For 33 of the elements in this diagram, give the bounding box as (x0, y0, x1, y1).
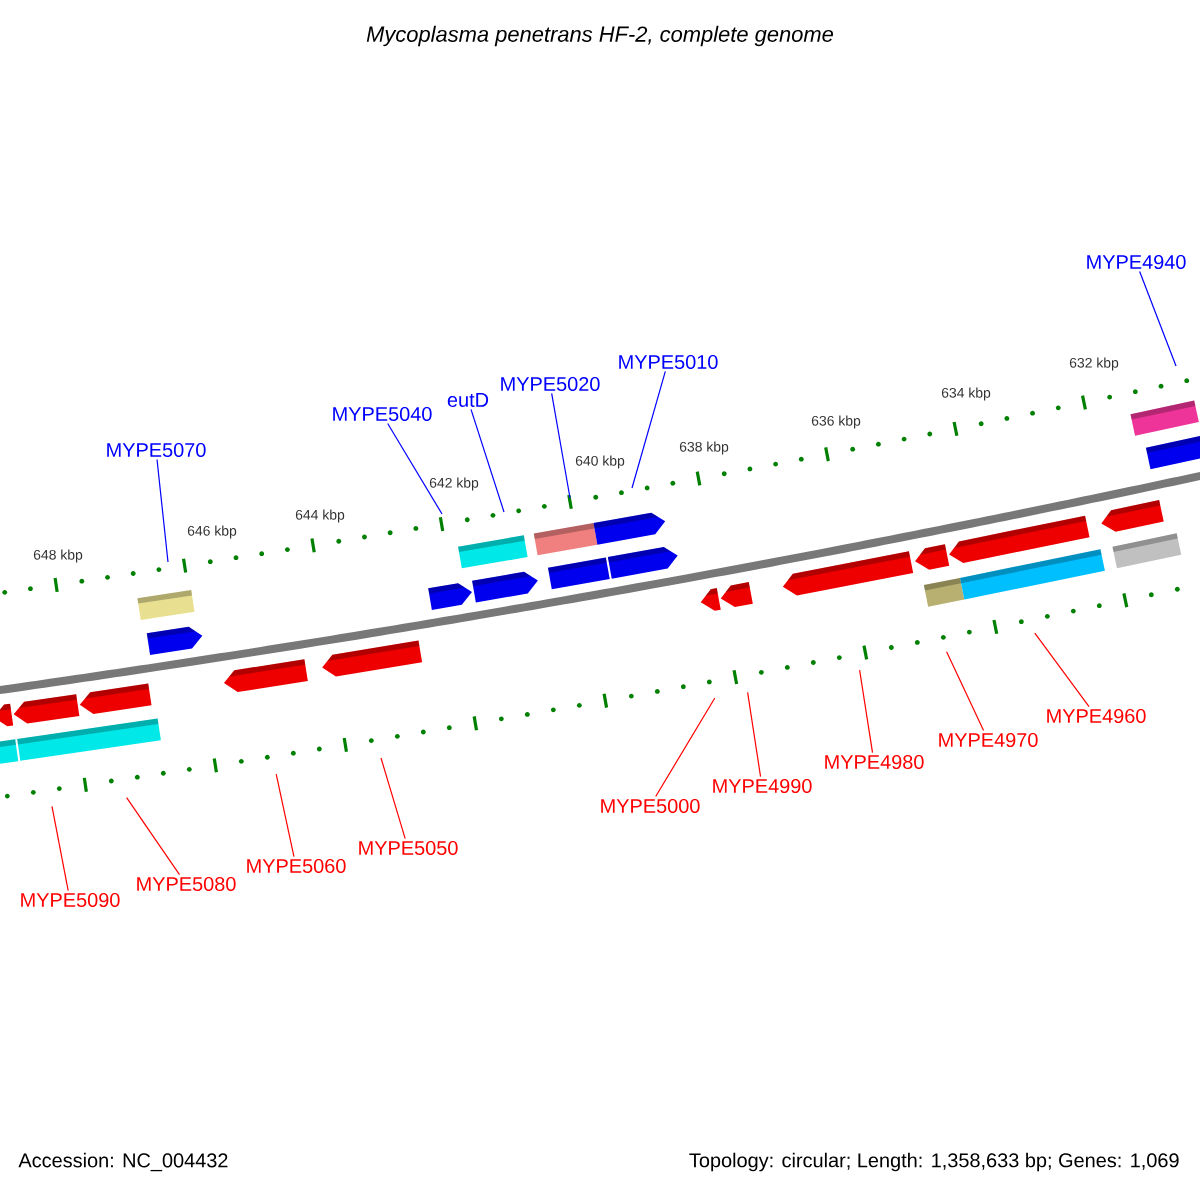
footer-text: Accession: NC_004432 (18, 1152, 228, 1172)
leader-line (551, 392, 571, 499)
gene-label: MYPE5000 (601, 798, 700, 814)
gene-label: MYPE5020 (501, 376, 600, 392)
gene-label: MYPE5070 (107, 442, 206, 458)
gene-label: MYPE5040 (333, 406, 432, 422)
gene-label: MYPE4980 (825, 754, 924, 770)
leader-line (747, 691, 762, 778)
gene-label: MYPE5050 (359, 840, 458, 856)
leader-line (655, 697, 716, 798)
leader-line (126, 797, 181, 876)
gene-label: MYPE4960 (1047, 708, 1146, 724)
leader-line (1034, 632, 1090, 708)
gene-label: MYPE5080 (137, 876, 236, 892)
leader-line (387, 422, 443, 515)
leader-line (631, 370, 666, 489)
leader-line (156, 458, 169, 563)
gene-label: MYPE4970 (939, 732, 1038, 748)
gene-label: MYPE5090 (21, 892, 120, 908)
gene-label: MYPE5010 (619, 354, 718, 370)
leader-line (859, 669, 874, 754)
leader-line (470, 408, 505, 513)
gene-label: MYPE4990 (713, 778, 812, 794)
gene-label: MYPE5060 (247, 858, 346, 874)
title: Mycoplasma penetrans HF-2, complete genome (366, 25, 834, 47)
gene-label: eutD (447, 393, 489, 407)
leader-line (1139, 270, 1177, 367)
footer-text: Topology: circular; Length: 1,358,633 bp; Genes: 1,069 (689, 1152, 1179, 1172)
gene-label: MYPE4940 (1087, 254, 1186, 270)
leader-line (275, 773, 295, 858)
leader-line (946, 651, 985, 732)
leader-line (51, 805, 69, 892)
leader-line (380, 757, 406, 840)
